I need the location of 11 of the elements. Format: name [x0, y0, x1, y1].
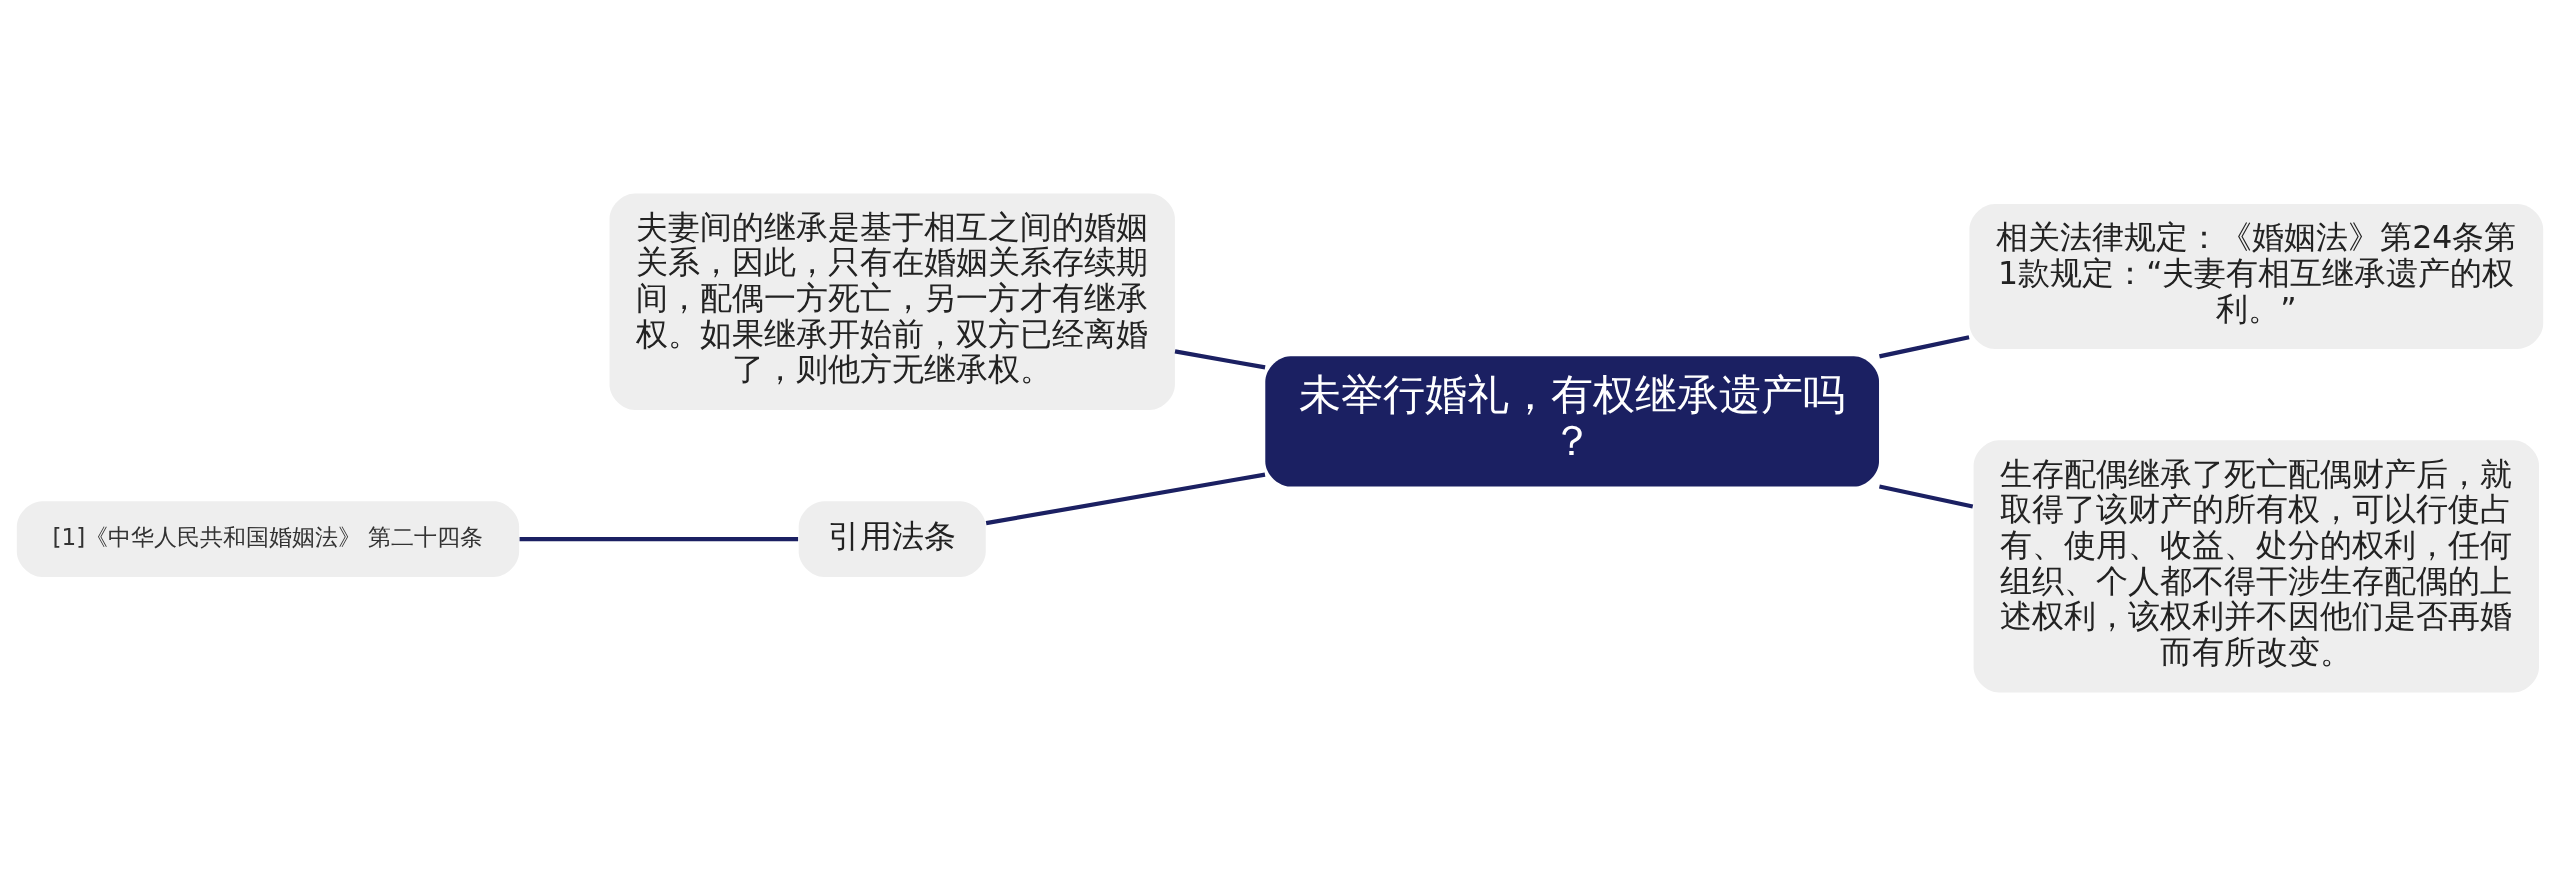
connector [985, 472, 1266, 525]
node-box: 未举行婚礼，有权继承遗产吗？ [1265, 355, 1879, 487]
node-box: 夫妻间的继承是基于相互之间的婚姻关系，因此，只有在婚姻关系存续期间，配偶一方死亡，另一方才有继承权。如果继承开始前，双方已经离婚了，则他方无继承权。 [609, 192, 1175, 410]
node-box: 相关法律规定：《婚姻法》第24条第1款规定：“夫妻有相互继承遗产的权利。” [1969, 203, 2544, 349]
connector [1174, 348, 1266, 369]
connector [519, 536, 799, 541]
connector [1879, 484, 1974, 508]
node-box: [1]《中华人民共和国婚姻法》 第二十四条 [16, 500, 520, 577]
node-box: 引用法条 [798, 500, 986, 577]
connector [1879, 334, 1970, 358]
node-box: 生存配偶继承了死亡配偶财产后，就取得了该财产的所有权，可以行使占有、使用、收益、处分的权利，任何组织、个人都不得干涉生存配偶的上述权利，该权利并不因他们是否再婚而有所改变。 [1973, 439, 2539, 693]
